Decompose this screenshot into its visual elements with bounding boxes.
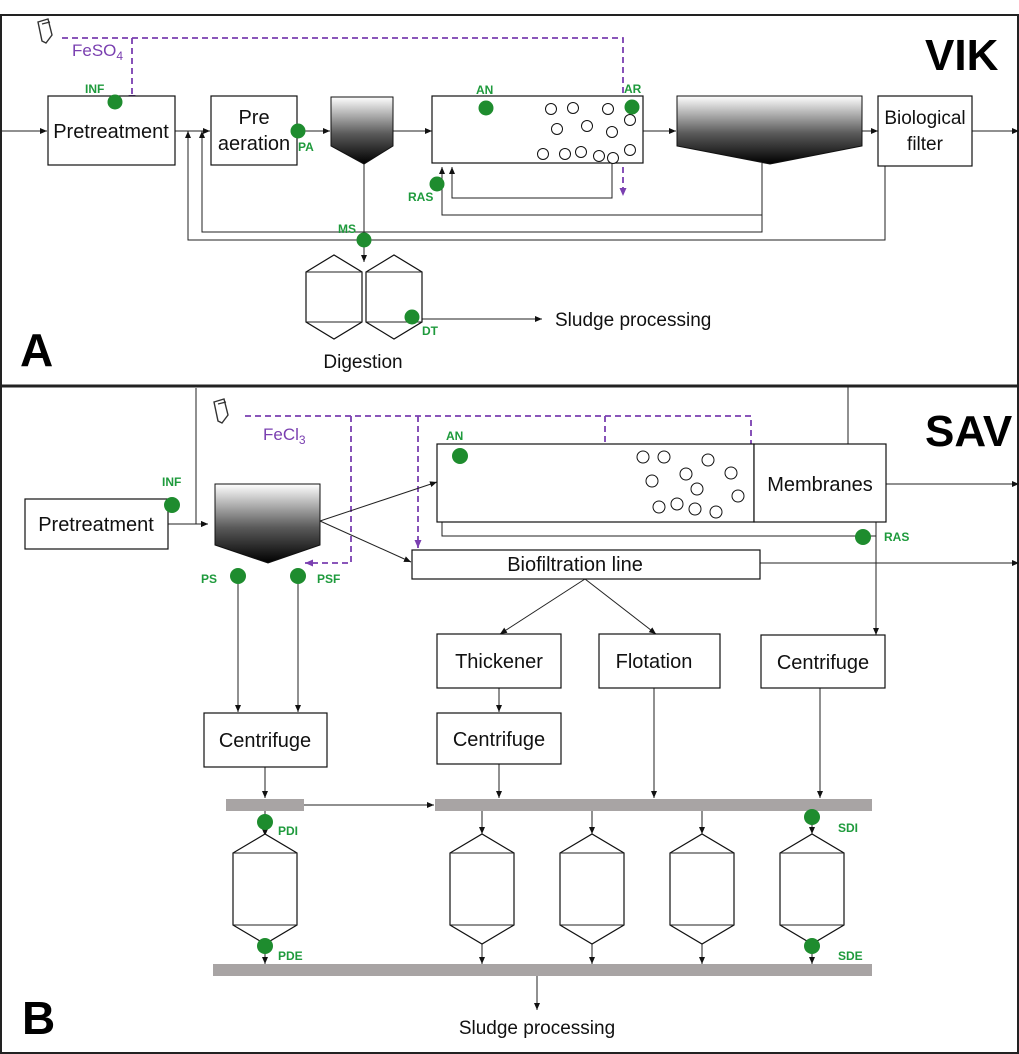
centrifuge-label-right: Centrifuge: [777, 652, 869, 674]
centrifuge-box-left: [203, 712, 328, 768]
sludge-processing-label-b: Sludge processing: [459, 1018, 615, 1039]
membranes-label: Membranes: [767, 474, 873, 496]
preaeration-box: [210, 95, 298, 166]
point-label-pa: PA: [298, 140, 314, 154]
point-label-psf: PSF: [317, 572, 340, 586]
digester-a: [305, 254, 423, 340]
dosing-pump-icon: [213, 398, 229, 424]
biofiltration-line-box: [411, 549, 761, 580]
bypass-line: [195, 388, 208, 527]
sample-point-ar: [624, 99, 640, 115]
preaeration-label-1: Pre: [238, 107, 269, 129]
panel-b: SAV B FeCl3: [22, 386, 1019, 1044]
centrifuge-label-mid: Centrifuge: [453, 729, 545, 751]
feso4-dosing-line-ar: [62, 37, 627, 196]
point-label-ras-a: RAS: [408, 190, 433, 204]
biofilter-label-1: Biological: [884, 108, 965, 129]
sample-point-psf: [290, 568, 306, 584]
panel-b-title: SAV: [925, 407, 1013, 456]
sludge-processing-label-a: Sludge processing: [555, 310, 711, 331]
sample-point-ras-a: [429, 176, 445, 192]
flotation-label: Flotation: [616, 651, 693, 673]
fecl3-label: FeCl3: [263, 425, 306, 447]
point-label-dt: DT: [422, 324, 439, 338]
point-label-pdi: PDI: [278, 824, 298, 838]
flow-line: [319, 520, 412, 563]
sample-point-ras-b: [855, 529, 871, 545]
pretreatment-label-b: Pretreatment: [38, 514, 154, 536]
secondary-sludge-bar: [435, 799, 872, 811]
point-label-sdi: SDI: [838, 821, 858, 835]
sample-point-dt: [404, 309, 420, 325]
digesters-b: [232, 833, 845, 945]
centrifuge-box-mid: [436, 712, 562, 765]
sample-point-inf-b: [164, 497, 180, 513]
sample-point-an-b: [452, 448, 468, 464]
dosing-pump-icon: [37, 18, 53, 44]
primary-clarifier-b: [214, 483, 321, 564]
flotation-box: [598, 633, 721, 689]
return-line-biofilter: [185, 131, 886, 241]
ras-return-line: [449, 163, 613, 199]
thickener-box: [436, 633, 562, 689]
preaeration-label-2: aeration: [218, 133, 290, 155]
biofilter-label-2: filter: [907, 134, 944, 155]
primary-clarifier-a: [330, 96, 394, 165]
point-label-ms: MS: [338, 222, 356, 236]
pretreatment-box-b: [24, 498, 169, 550]
centrifuge-label-left: Centrifuge: [219, 730, 311, 752]
point-label-ras-b: RAS: [884, 530, 909, 544]
return-line-preaeration: [199, 131, 763, 233]
panel-b-letter: B: [22, 992, 55, 1044]
primary-sludge-bar: [226, 799, 304, 811]
biological-filter-box: [877, 95, 973, 167]
flow-line: [584, 578, 657, 635]
point-label-pde: PDE: [278, 949, 303, 963]
flow-line: [319, 481, 438, 522]
sample-point-pde: [257, 938, 273, 954]
biofiltration-label: Biofiltration line: [507, 554, 643, 576]
sample-point-ms: [356, 232, 372, 248]
sample-point-an-a: [478, 100, 494, 116]
panel-a-letter: A: [20, 324, 53, 376]
point-label-ps: PS: [201, 572, 217, 586]
ras-line: [439, 163, 763, 216]
aeration-bubbles-a: [537, 102, 636, 164]
flow-line: [499, 578, 586, 635]
sample-point-pa: [290, 123, 306, 139]
feso4-label: FeSO4: [72, 41, 123, 63]
sample-point-pdi: [257, 814, 273, 830]
centrifuge-box-right: [760, 634, 886, 689]
point-label-inf-b: INF: [162, 475, 181, 489]
digested-sludge-bar: [213, 964, 872, 976]
panel-a-title: VIK: [925, 31, 999, 80]
thickener-label: Thickener: [455, 651, 543, 673]
secondary-clarifier-a: [676, 95, 863, 165]
pretreatment-label-a: Pretreatment: [53, 121, 169, 143]
figure-frame: [0, 14, 1019, 1054]
sample-point-sde: [804, 938, 820, 954]
aeration-bubbles-b: [636, 450, 745, 519]
membranes-box: [753, 443, 887, 523]
point-label-sde: SDE: [838, 949, 863, 963]
sample-point-inf-a: [107, 94, 123, 110]
sample-point-sdi: [804, 809, 820, 825]
point-label-ar: AR: [624, 82, 642, 96]
panel-a: VIK A FeSO4 Pretreatment Pre aeration: [0, 18, 1019, 376]
point-label-an-a: AN: [476, 83, 493, 97]
point-label-an-b: AN: [446, 429, 463, 443]
sample-point-ps: [230, 568, 246, 584]
point-label-inf-a: INF: [85, 82, 104, 96]
digestion-label: Digestion: [323, 352, 402, 373]
